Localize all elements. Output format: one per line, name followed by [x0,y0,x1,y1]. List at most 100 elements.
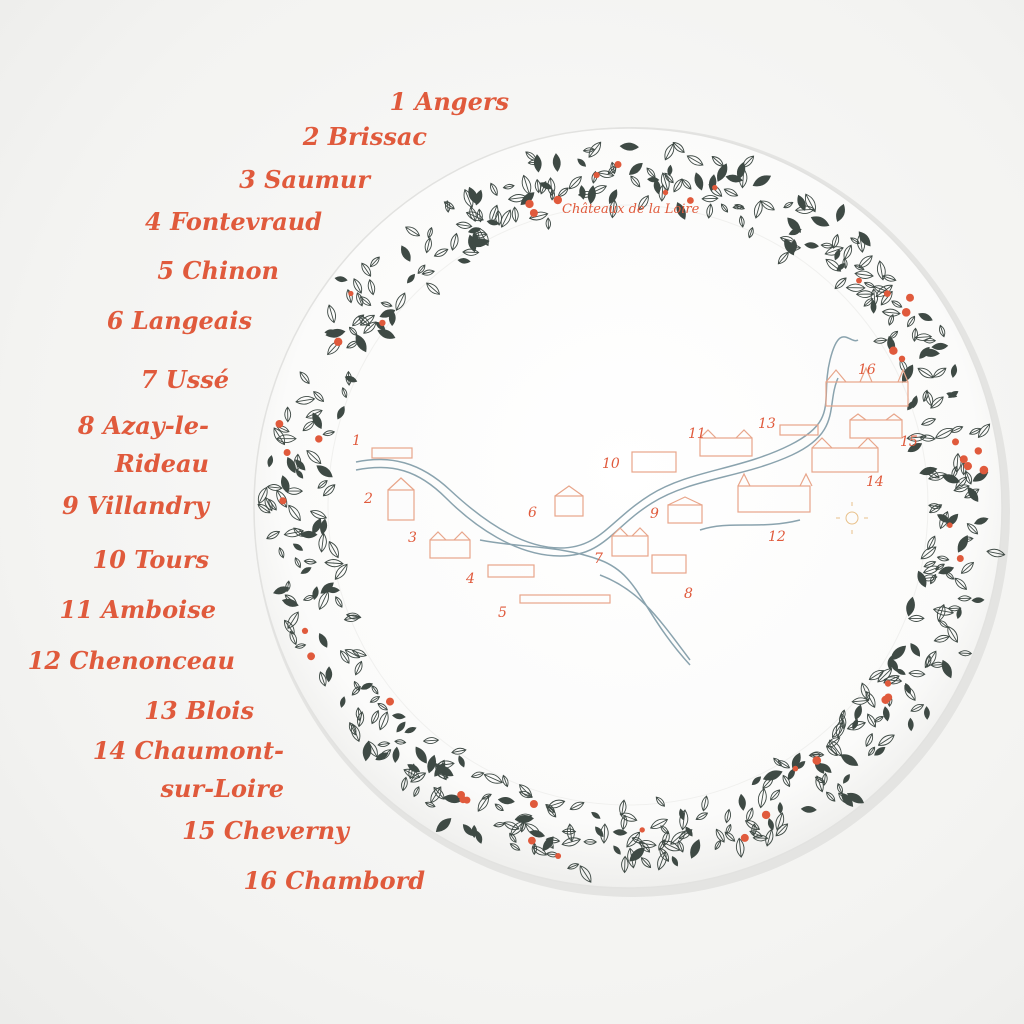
leaf-decoration [911,395,918,409]
map-number-9: 9 [650,506,659,522]
berry-decoration [979,465,989,475]
leaf-decoration [673,178,683,193]
legend-item-14-line1: 14 Chaumont- [92,736,284,765]
legend-item-13: 13 Blois [144,696,254,725]
leaf-border [257,141,1006,883]
leaf-decoration [946,392,958,398]
leaf-decoration [658,184,667,202]
leaf-decoration [854,270,874,279]
leaf-decoration [312,412,322,430]
leaf-decoration [800,806,817,813]
leaf-decoration [458,755,465,768]
leaf-decoration [867,713,877,728]
plate-title: Châteaux de la Loire [562,202,700,217]
berry-decoration [459,796,467,804]
leaf-decoration [843,774,850,784]
map-number-6: 6 [528,505,537,521]
leaf-decoration [287,611,299,629]
leaf-decoration [924,706,930,720]
leaf-decoration [922,389,929,403]
leaf-decoration [953,484,970,493]
leaf-decoration [392,746,400,763]
leaf-decoration [964,470,973,485]
leaf-decoration [907,315,916,328]
leaf-decoration [463,188,474,209]
leaf-decoration [415,746,427,764]
berry-decoration [307,652,315,661]
leaf-decoration [320,518,328,535]
leaf-decoration [286,457,296,474]
leaf-decoration [367,278,376,296]
leaf-decoration [588,141,602,158]
leaf-decoration [268,498,277,511]
leaf-decoration [595,826,604,838]
leaf-decoration [920,348,940,357]
leaf-decoration [377,703,388,711]
berry-decoration [279,497,287,505]
berry-decoration [283,449,291,456]
leaf-decoration [470,771,485,779]
berry-decoration [614,161,622,168]
leaf-decoration [914,333,933,341]
leaf-decoration [920,546,937,560]
leaf-decoration [742,155,755,168]
leaf-decoration [907,614,925,622]
leaf-decoration [770,789,781,801]
berry-decoration [952,438,959,446]
leaf-decoration [971,597,985,603]
leaf-decoration [640,857,652,869]
leaf-decoration [717,163,728,182]
leaf-decoration [783,201,794,209]
leaf-decoration [825,737,841,748]
leaf-decoration [511,206,519,223]
leaf-decoration [462,248,480,256]
leaf-decoration [887,655,894,670]
leaf-decoration [284,619,295,635]
leaf-decoration [873,337,888,344]
leaf-decoration [334,563,348,580]
leaf-decoration [839,712,847,730]
leaf-decoration [752,834,769,842]
leaf-decoration [907,717,914,732]
leaf-decoration [502,183,515,190]
leaf-decoration [863,298,874,307]
leaf-decoration [539,180,547,195]
leaf-decoration [931,342,949,350]
berry-decoration [901,308,911,317]
leaf-decoration [765,828,774,847]
leaf-decoration [681,178,692,190]
leaf-decoration [638,195,649,211]
leaf-decoration [868,670,885,681]
leaf-decoration [303,558,317,565]
berry-decoration [884,680,892,687]
leaf-decoration [299,371,310,385]
leaf-decoration [829,739,842,757]
castle-drawings [371,366,909,604]
leaf-decoration [609,199,618,219]
leaf-decoration [715,828,725,843]
legend-item-10: 10 Tours [92,545,209,574]
leaf-decoration [521,174,532,196]
leaf-decoration [787,217,801,233]
leaf-decoration [854,704,862,721]
leaf-decoration [445,200,451,213]
leaf-decoration [628,162,643,175]
leaf-decoration [986,548,1006,558]
leaf-decoration [804,193,816,213]
leaf-decoration [362,740,372,762]
berry-decoration [761,810,771,820]
berry-decoration [529,209,538,217]
berry-decoration [379,319,386,327]
plate-well [327,204,929,806]
leaf-decoration [371,685,379,695]
leaf-decoration [779,236,796,244]
berry-decoration [792,765,799,772]
leaf-decoration [283,528,305,538]
leaf-decoration [751,776,762,786]
leaf-decoration [520,820,526,833]
leaf-decoration [468,227,481,234]
leaf-decoration [932,606,955,616]
leaf-decoration [790,239,797,254]
leaf-decoration [292,543,304,551]
